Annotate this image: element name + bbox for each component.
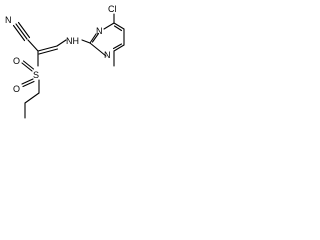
chloro-label: Cl (108, 4, 117, 14)
amine-nh-label: NH (66, 36, 79, 46)
molecule-diagram: N NH N N Cl S O O (5, 4, 125, 119)
sulfur-label: S (33, 70, 39, 80)
ring-nitrogen-top-label: N (96, 26, 103, 36)
nitrile-nitrogen-label: N (5, 15, 12, 25)
sulfonyl-oxygen-lower-label: O (13, 84, 20, 94)
bond-vinyl-carbon-to-nh (56, 39, 67, 47)
pyrimidine-ring (89, 22, 125, 57)
propyl-chain (24, 79, 40, 119)
ring-nitrogen-bottom-label: N (104, 50, 111, 60)
sulfonyl-oxygen-upper-label: O (13, 56, 20, 66)
nitrile-triple-bond (12, 21, 31, 42)
sulfonyl-double-bonds (21, 60, 35, 88)
bond-nh-to-ring (81, 39, 91, 44)
bond-nitrile-to-alpha-carbon (27, 39, 39, 52)
bond-alpha-carbon-to-vinyl-carbon (37, 45, 59, 55)
